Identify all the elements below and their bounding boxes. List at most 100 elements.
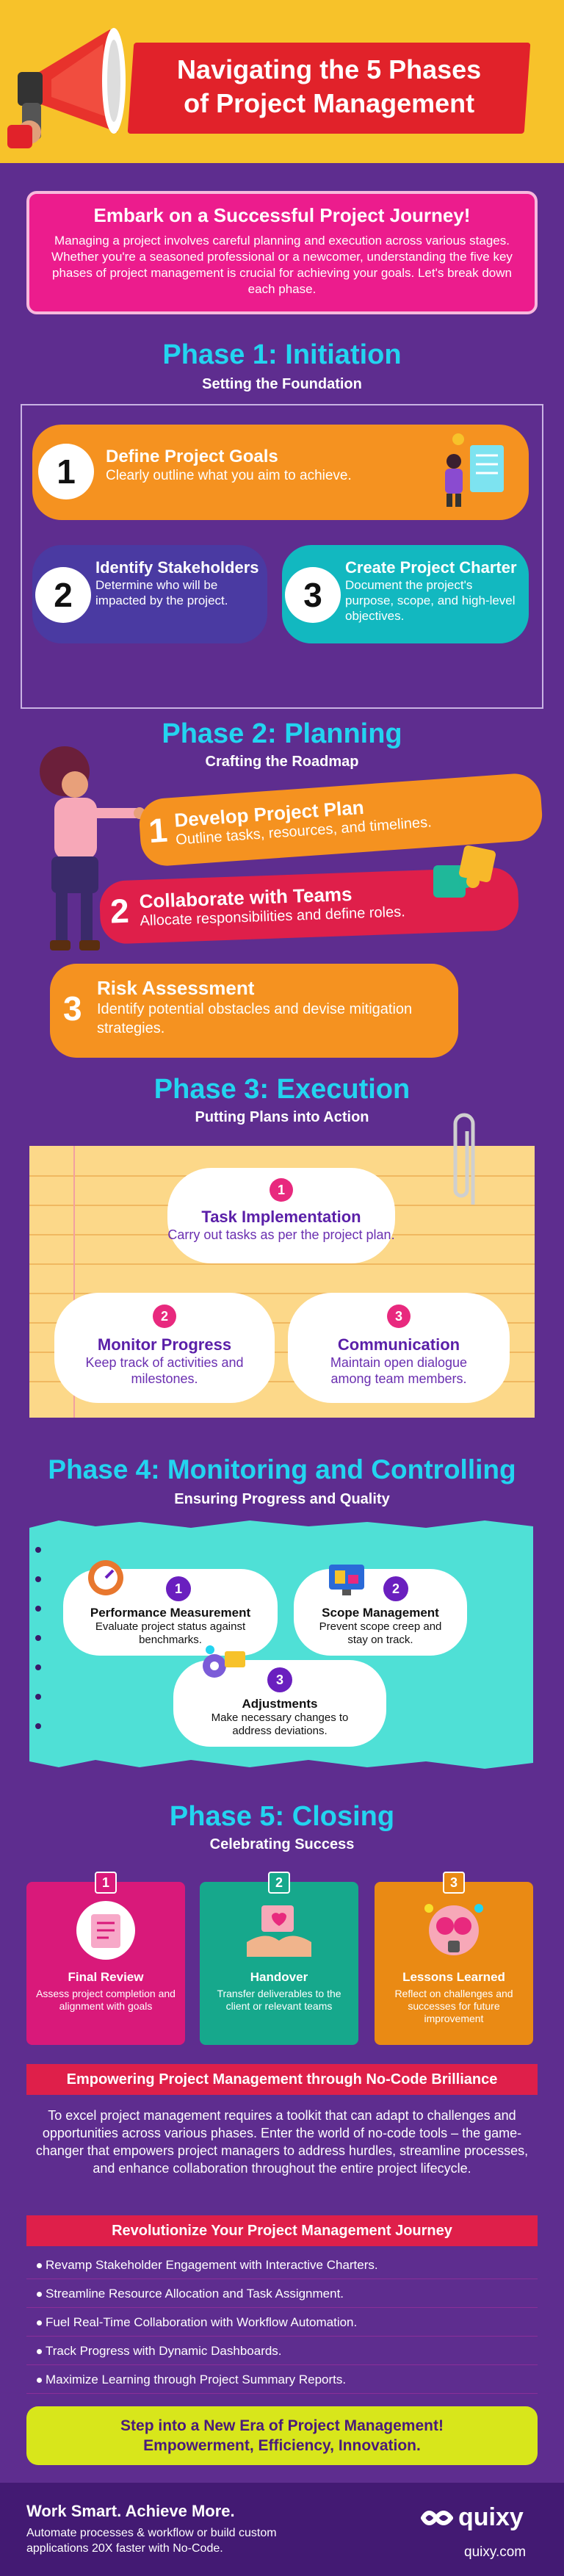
list-item: Fuel Real-Time Collaboration with Workfl… (26, 2308, 538, 2337)
item-text: Clearly outline what you aim to achieve. (106, 468, 352, 483)
quixy-logo[interactable]: quixy (420, 2502, 545, 2534)
revolutionize-heading: Revolutionize Your Project Management Jo… (112, 2223, 452, 2239)
phase5-title: Phase 5: Closing (169, 1801, 395, 1832)
phase3-item-1: 1 Task Implementation Carry out tasks as… (167, 1168, 395, 1263)
handover-hands-icon (247, 1905, 311, 1957)
item-text: Carry out tasks as per the project plan. (167, 1227, 395, 1242)
item-text: Maintain open dialogue among team member… (330, 1355, 468, 1386)
phase2-subtitle: Crafting the Roadmap (205, 754, 359, 770)
item-title: Scope Management (322, 1606, 439, 1620)
phase1-item-2: 2 Identify Stakeholders Determine who wi… (32, 545, 267, 643)
phase5-subtitle: Celebrating Success (209, 1836, 355, 1852)
number-badge: 1 (38, 444, 94, 499)
revolutionize-heading-bar: Revolutionize Your Project Management Jo… (26, 2215, 538, 2246)
phase4-title: Phase 4: Monitoring and Controlling (48, 1454, 516, 1484)
item-text: Make necessary changes to address deviat… (211, 1711, 349, 1737)
phase5-item-3: 3 Lessons Learned Reflect on challenges … (375, 1872, 533, 2045)
website-link[interactable]: quixy.com (464, 2544, 527, 2560)
phase3-item-2: 2 Monitor Progress Keep track of activit… (54, 1293, 275, 1403)
phase4-item-3: 3 Adjustments Make necessary changes to … (173, 1645, 386, 1747)
phase2-title: Phase 2: Planning (162, 718, 402, 749)
title-banner: Navigating the 5 Phases of Project Manag… (127, 43, 531, 134)
paperclip-icon (453, 1113, 475, 1205)
number-badge: 2 (35, 567, 91, 623)
phase4-item-2: 2 Scope Management Prevent scope creep a… (294, 1565, 467, 1656)
gauge-gear-icon (88, 1560, 123, 1595)
revolutionize-list: Revamp Stakeholder Engagement with Inter… (26, 2251, 538, 2394)
number-badge: 3 (267, 1667, 292, 1692)
number-badge: 2 (153, 1305, 176, 1328)
number-badge: 3 (387, 1305, 411, 1328)
final-review-icon (76, 1901, 135, 1960)
nocode-heading: Empowering Project Management through No… (66, 2071, 498, 2088)
settings-adjust-icon (203, 1645, 245, 1678)
item-title: Final Review (68, 1970, 144, 1984)
phase3-subtitle: Putting Plans into Action (195, 1109, 369, 1125)
phase5-item-2: 2 Handover Transfer deliverables to the … (200, 1872, 358, 2045)
phase3-title: Phase 3: Execution (153, 1074, 411, 1105)
item-title: Define Project Goals (106, 447, 278, 466)
phase1-subtitle: Setting the Foundation (202, 376, 362, 392)
footer-heading: Work Smart. Achieve More. (26, 2502, 235, 2520)
phase1-item-3: 3 Create Project Charter Document the pr… (282, 545, 529, 643)
list-item: Revamp Stakeholder Engagement with Inter… (26, 2251, 538, 2279)
footer: Work Smart. Achieve More. Automate proce… (0, 2483, 564, 2576)
list-item: Streamline Resource Allocation and Task … (26, 2279, 538, 2308)
phase5-item-1: 1 Final Review Assess project completion… (26, 1872, 185, 2045)
quixy-logo-icon (421, 2511, 453, 2525)
megaphone-icon (7, 28, 126, 148)
item-text: Transfer deliverables to the client or r… (217, 1988, 341, 2012)
item-title: Performance Measurement (90, 1606, 251, 1620)
intro-text: Managing a project involves careful plan… (51, 234, 513, 296)
item-text: Document the project's purpose, scope, a… (345, 578, 516, 623)
number-badge: 1 (166, 1576, 191, 1601)
number-label: 3 (63, 989, 82, 1028)
item-title: Create Project Charter (345, 558, 517, 577)
cta-line-1: Step into a New Era of Project Managemen… (120, 2417, 444, 2434)
item-title: Lessons Learned (402, 1970, 505, 1984)
cta-box: Step into a New Era of Project Managemen… (26, 2406, 538, 2465)
number-badge: 2 (268, 1872, 290, 1894)
footer-text: Automate processes & workflow or build c… (26, 2527, 277, 2555)
phase3-item-3: 3 Communication Maintain open dialogue a… (288, 1293, 510, 1403)
phase2-item-3: 3 Risk Assessment Identify potential obs… (50, 964, 458, 1058)
intro-heading: Embark on a Successful Project Journey! (93, 204, 471, 226)
item-title: Monitor Progress (97, 1335, 232, 1354)
item-title: Adjustments (242, 1697, 318, 1711)
list-item: Maximize Learning through Project Summar… (26, 2365, 538, 2394)
phase1-item-1: 1 Define Project Goals Clearly outline w… (32, 425, 529, 520)
number-badge: 3 (443, 1872, 465, 1894)
phase1-title: Phase 1: Initiation (162, 339, 402, 370)
presenter-board-icon (445, 433, 504, 507)
list-item: Track Progress with Dynamic Dashboards. (26, 2337, 538, 2365)
phase1-frame (21, 404, 543, 709)
header: Navigating the 5 Phases of Project Manag… (0, 0, 564, 163)
dashboard-screen-icon (329, 1565, 364, 1595)
item-text: Keep track of activities and milestones. (85, 1355, 244, 1386)
item-title: Handover (250, 1970, 308, 1984)
item-text: Reflect on challenges and successes for … (394, 1988, 513, 2024)
item-text: Evaluate project status against benchmar… (95, 1620, 246, 1646)
intro-box: Embark on a Successful Project Journey! … (26, 191, 538, 314)
phase4-item-1: 1 Performance Measurement Evaluate proje… (63, 1560, 278, 1656)
puzzle-pieces-icon (433, 845, 496, 898)
item-title: Identify Stakeholders (95, 558, 259, 577)
phase4-subtitle: Ensuring Progress and Quality (174, 1491, 390, 1507)
number-badge: 2 (383, 1576, 408, 1601)
title-line-2: of Project Management (184, 88, 475, 118)
logo-text: quixy (458, 2503, 524, 2531)
item-title: Communication (337, 1335, 460, 1354)
nocode-text: To excel project management requires a t… (35, 2108, 529, 2176)
cta-line-2: Empowerment, Efficiency, Innovation. (143, 2437, 421, 2454)
number-badge: 3 (285, 567, 341, 623)
item-text: Assess project completion and alignment … (36, 1988, 176, 2012)
number-badge: 1 (270, 1178, 293, 1202)
number-badge: 1 (95, 1872, 117, 1894)
woman-pointing-illustration (40, 746, 145, 950)
item-text: Prevent scope creep and stay on track. (319, 1620, 442, 1646)
item-title: Risk Assessment (97, 977, 255, 999)
nocode-heading-bar: Empowering Project Management through No… (26, 2064, 538, 2095)
brain-lightbulb-icon (424, 1904, 483, 1955)
number-label: 2 (109, 891, 130, 931)
